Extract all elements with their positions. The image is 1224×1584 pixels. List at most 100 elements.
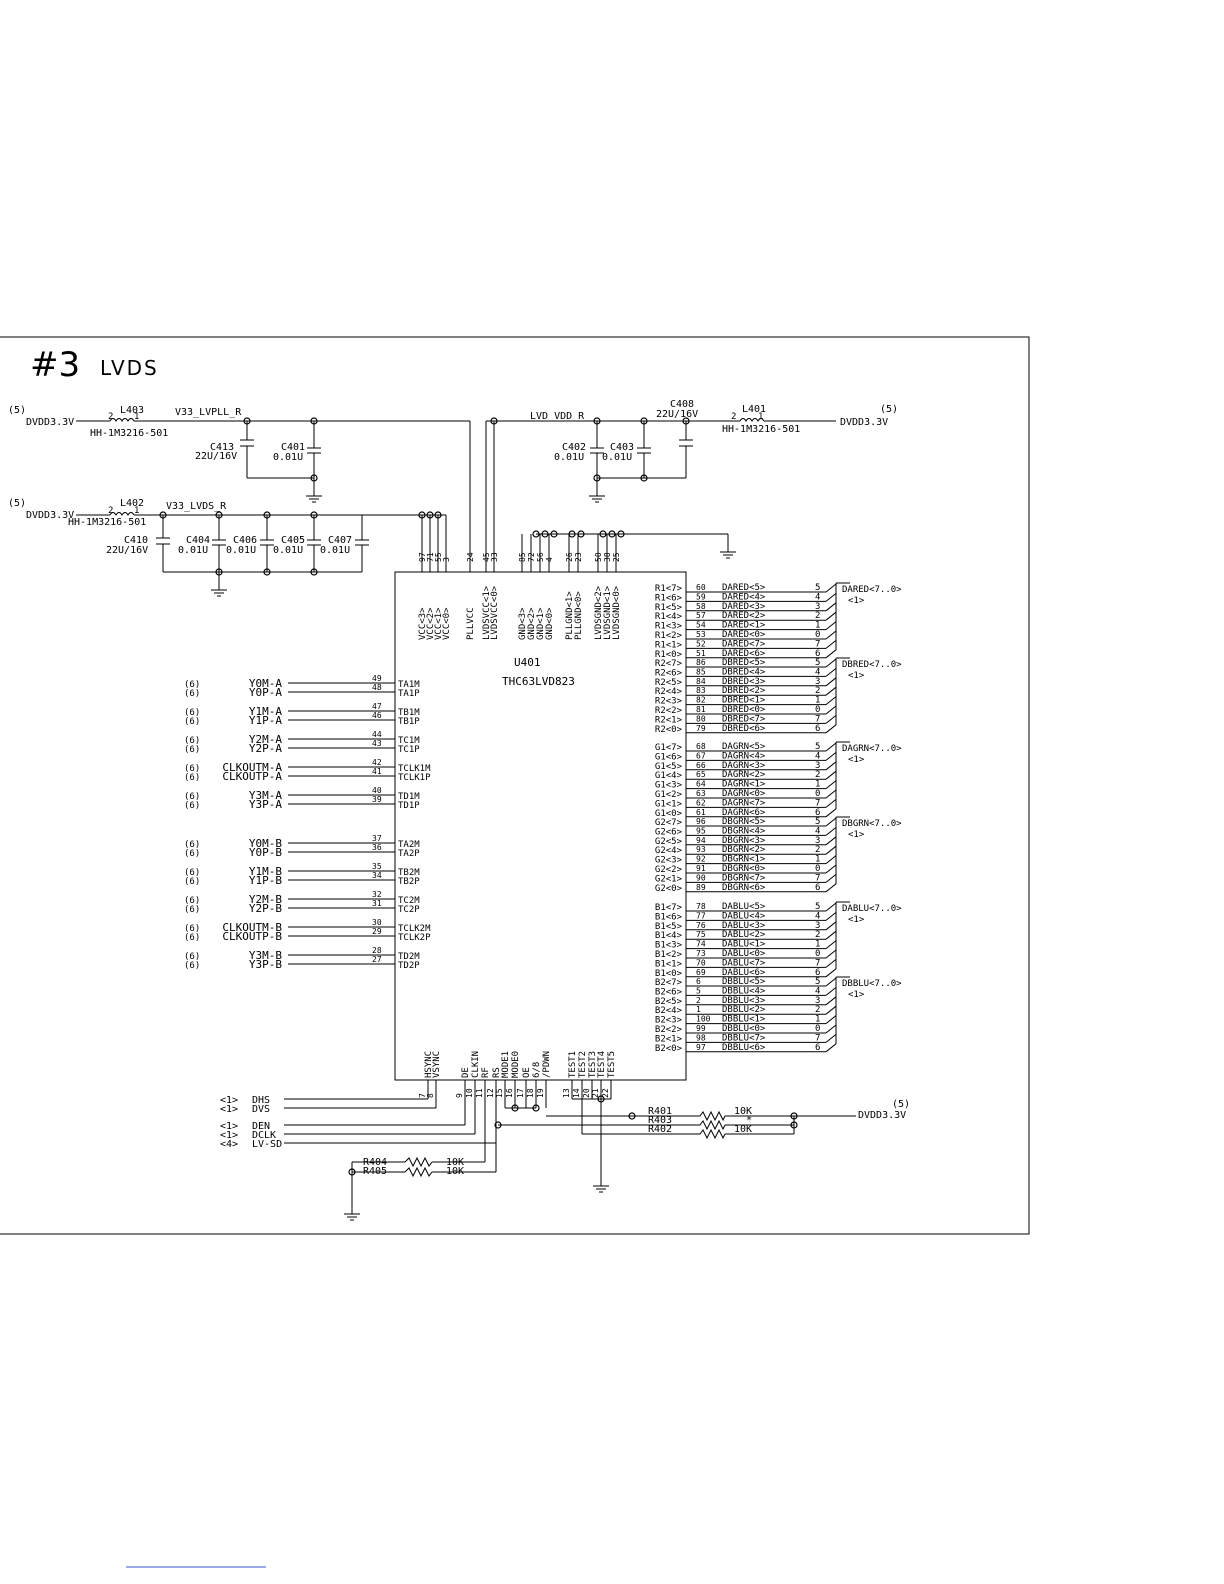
bus-entry bbox=[825, 845, 837, 855]
bus-ref: <1> bbox=[848, 671, 865, 681]
left-net-label: Y2P-A bbox=[249, 742, 282, 755]
right-pin-number: 66 bbox=[696, 761, 706, 770]
left-pin-name: TB1M bbox=[398, 708, 420, 718]
ic-top-pin-number: 38 bbox=[603, 552, 612, 562]
right-net-label: DAGRN<6> bbox=[722, 808, 766, 818]
svg-text:R403: R403 bbox=[648, 1115, 672, 1126]
ic-top-pin-name: VCC<1> bbox=[434, 607, 444, 640]
bus-entry bbox=[825, 817, 837, 827]
ic-top-pin-number: 26 bbox=[565, 552, 574, 562]
left-net-ref: (6) bbox=[184, 773, 200, 783]
right-pin-number: 97 bbox=[696, 1043, 706, 1052]
right-pin-number: 80 bbox=[696, 714, 706, 723]
right-bus-index: 2 bbox=[815, 686, 820, 696]
ic-top-pin-name: LVDSVCC<0> bbox=[490, 585, 500, 640]
ic-bottom-pin-name: MODE0 bbox=[511, 1051, 521, 1078]
svg-text:10K: 10K bbox=[734, 1106, 752, 1117]
left-pin-number: 37 bbox=[372, 834, 382, 843]
right-bus-index: 0 bbox=[815, 789, 820, 799]
right-bus-index: 2 bbox=[815, 845, 820, 855]
right-bus-index: 0 bbox=[815, 864, 820, 874]
right-bus-index: 2 bbox=[815, 770, 820, 780]
right-net-label: DAGRN<7> bbox=[722, 798, 766, 808]
right-net-label: DABLU<7> bbox=[722, 958, 766, 968]
svg-text:DEN: DEN bbox=[252, 1121, 270, 1132]
left-pin-name: TCLK2M bbox=[398, 924, 431, 934]
right-pin-number: 2 bbox=[696, 996, 701, 1005]
bus-entry bbox=[825, 987, 837, 996]
svg-text:10K: 10K bbox=[446, 1157, 464, 1168]
right-bus-index: 6 bbox=[815, 808, 820, 818]
right-pin-number: 51 bbox=[696, 649, 706, 658]
bus-entry bbox=[825, 668, 837, 677]
sheet-number-title: #3 bbox=[30, 345, 80, 385]
left-net-ref: (6) bbox=[184, 905, 200, 915]
right-net-label: DABLU<5> bbox=[722, 902, 766, 912]
right-bus-index: 3 bbox=[815, 836, 820, 846]
right-pin-name: R2<3> bbox=[655, 697, 683, 707]
right-pin-number: 73 bbox=[696, 949, 706, 958]
right-pin-number: 76 bbox=[696, 921, 706, 930]
left-pin-name: TC2M bbox=[398, 896, 420, 906]
left-net-label: CLKOUTM-B bbox=[222, 921, 282, 934]
svg-text:C406: C406 bbox=[233, 535, 257, 546]
right-bus-index: 7 bbox=[815, 714, 820, 724]
bus-entry bbox=[825, 808, 837, 818]
right-pin-number: 78 bbox=[696, 902, 706, 911]
ic-bottom-pin-name: CLKIN bbox=[471, 1051, 481, 1078]
ic-bottom-pin-number: 12 bbox=[486, 1088, 495, 1098]
right-bus-index: 4 bbox=[815, 986, 820, 996]
left-pin-number: 39 bbox=[372, 795, 382, 804]
right-pin-number: 77 bbox=[696, 911, 706, 920]
right-net-label: DBBLU<5> bbox=[722, 977, 766, 987]
bus-entry bbox=[825, 864, 837, 874]
left-pin-number: 35 bbox=[372, 862, 382, 871]
bus-entry bbox=[825, 602, 837, 612]
ic-top-pin-number: 56 bbox=[536, 552, 545, 562]
right-bus-index: 0 bbox=[815, 705, 820, 715]
right-net-label: DBBLU<7> bbox=[722, 1033, 766, 1043]
right-bus-index: 7 bbox=[815, 1033, 820, 1043]
svg-text:R405: R405 bbox=[363, 1166, 387, 1177]
left-pin-name: TC1M bbox=[398, 736, 420, 746]
right-pin-number: 85 bbox=[696, 667, 706, 676]
left-pin-name: TB2P bbox=[398, 877, 420, 887]
right-bus-index: 5 bbox=[815, 817, 820, 827]
svg-text:R402: R402 bbox=[648, 1124, 672, 1135]
ic-bottom-pin-number: 22 bbox=[601, 1088, 610, 1098]
left-pin-number: 41 bbox=[372, 767, 382, 776]
bus-name: DARED<7..0> bbox=[842, 585, 902, 595]
bus-entry bbox=[825, 977, 837, 987]
right-pin-number: 62 bbox=[696, 798, 706, 807]
right-pin-name: G2<5> bbox=[655, 837, 683, 847]
ic-bottom-pin-number: 14 bbox=[572, 1088, 581, 1098]
ic-bottom-pin-name: 6/8 bbox=[532, 1062, 542, 1078]
right-bus-index: 3 bbox=[815, 996, 820, 1006]
right-pin-name: R1<3> bbox=[655, 622, 683, 632]
ic-bottom-pin-number: 15 bbox=[495, 1088, 504, 1098]
left-net-label: CLKOUTP-B bbox=[222, 930, 282, 943]
right-bus-index: 6 bbox=[815, 649, 820, 659]
right-pin-name: G1<7> bbox=[655, 743, 683, 753]
right-pin-name: R2<0> bbox=[655, 725, 683, 735]
bus-entry bbox=[825, 658, 837, 668]
svg-text:C401: C401 bbox=[281, 442, 305, 453]
right-pin-number: 93 bbox=[696, 845, 706, 854]
right-pin-number: 95 bbox=[696, 826, 706, 835]
svg-text:1: 1 bbox=[134, 412, 139, 422]
right-net-label: DBRED<7> bbox=[722, 714, 766, 724]
right-pin-number: 100 bbox=[696, 1015, 711, 1024]
svg-text:10K: 10K bbox=[734, 1124, 752, 1135]
bus-entry bbox=[825, 1015, 837, 1024]
bus-entry bbox=[825, 593, 837, 602]
right-pin-name: R1<5> bbox=[655, 603, 683, 613]
bus-ref: <1> bbox=[848, 596, 865, 606]
left-net-ref: (6) bbox=[184, 717, 200, 727]
svg-text:1: 1 bbox=[134, 506, 139, 516]
right-pin-number: 54 bbox=[696, 621, 706, 630]
bus-ref: <1> bbox=[848, 830, 865, 840]
bus-entry bbox=[825, 630, 837, 640]
left-net-label: Y0M-B bbox=[249, 837, 282, 850]
ic-bottom-pin-name: TEST3 bbox=[588, 1051, 598, 1078]
